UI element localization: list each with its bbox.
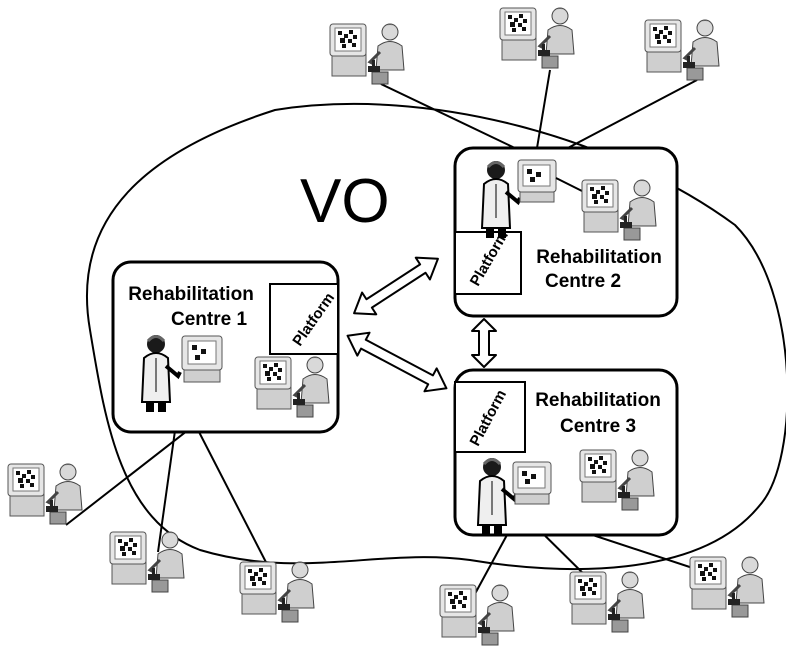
platform-box-2	[454, 231, 522, 295]
vo-boundary	[85, 102, 786, 571]
platform-box-3	[454, 381, 526, 453]
remote-user-icon	[438, 583, 516, 647]
arrow-centre1-centre3	[346, 331, 448, 393]
remote-user-icon	[643, 18, 721, 82]
centre-2-title-line2: Centre 2	[545, 271, 621, 292]
centre-2-title-line1: Rehabilitation	[536, 247, 662, 268]
centre-3: Platform Rehabilitation Centre 3	[453, 368, 679, 537]
centre-1-title-line1: Rehabilitation	[128, 284, 254, 305]
platform-box-1	[269, 283, 339, 355]
remote-user-icon	[688, 555, 766, 619]
remote-user-icon	[108, 530, 186, 594]
computer-icon	[517, 159, 557, 203]
centre-1: Platform Rehabilitation Centre 1	[111, 260, 340, 434]
computer-icon	[181, 335, 223, 383]
centre-3-title-line2: Centre 3	[560, 416, 636, 437]
centre-2: Platform Rehabilitation Centre 2	[453, 146, 679, 318]
centre-3-title-line1: Rehabilitation	[535, 390, 661, 411]
remote-user-icon	[568, 570, 646, 634]
remote-user-icon	[238, 560, 316, 624]
centre-1-title-line2: Centre 1	[171, 309, 247, 330]
vo-label: VO	[300, 167, 390, 236]
computer-icon	[512, 461, 552, 505]
remote-user-icon	[498, 6, 576, 70]
link-centre2-user-b	[534, 69, 551, 161]
arrow-centre2-centre3	[471, 318, 497, 368]
remote-user-icon	[6, 462, 84, 526]
remote-user-icon	[328, 22, 406, 86]
arrow-centre1-centre2	[353, 256, 439, 316]
